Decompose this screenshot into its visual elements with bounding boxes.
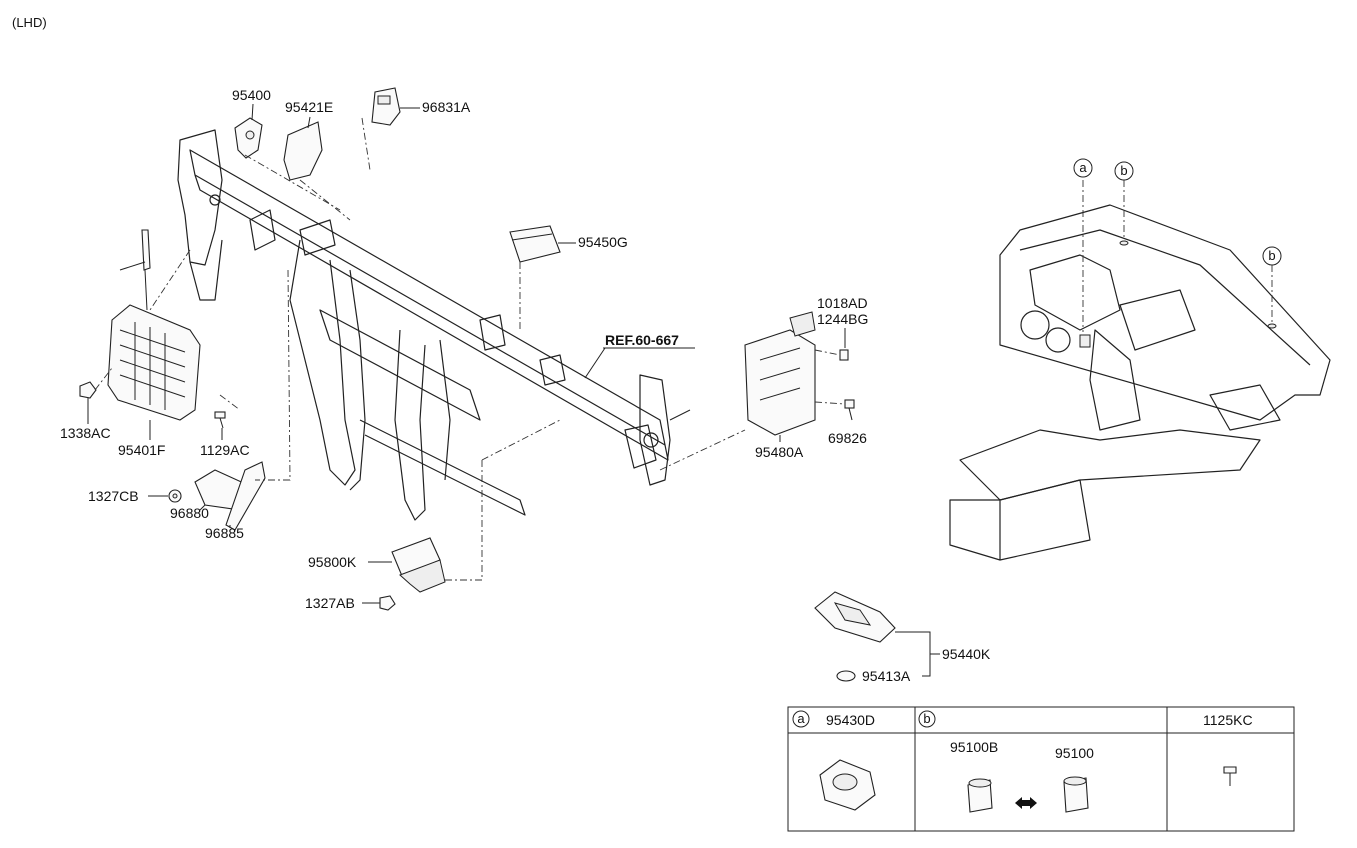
reference-label: REF.60-667 — [605, 332, 679, 348]
label-96885: 96885 — [205, 525, 244, 541]
label-69826: 69826 — [828, 430, 867, 446]
legend-part-95430D: 95430D — [826, 712, 875, 728]
part-1327AB-nut[interactable] — [379, 595, 396, 611]
label-95450G: 95450G — [578, 234, 628, 250]
legend-a-marker: a — [797, 711, 805, 726]
part-95401F-junction-box[interactable] — [107, 229, 201, 421]
label-95401F: 95401F — [118, 442, 165, 458]
part-1125KC-bolt[interactable] — [1223, 766, 1237, 786]
part-95400-bracket[interactable] — [234, 117, 263, 159]
assembly-leader-lines — [94, 117, 846, 581]
callout-a-overview: a — [1073, 158, 1093, 178]
label-95400: 95400 — [232, 87, 271, 103]
label-1018AD: 1018AD — [817, 295, 868, 311]
dash-crossmember-frame — [177, 129, 691, 521]
part-96885-bracket[interactable] — [225, 461, 266, 531]
label-1129AC: 1129AC — [200, 442, 250, 458]
svg-text:a: a — [1079, 160, 1087, 175]
part-1327CB-nut[interactable] — [168, 489, 182, 503]
part-95800K-module[interactable] — [391, 537, 446, 593]
label-95800K: 95800K — [308, 554, 357, 570]
legend-part-95100: 95100 — [1055, 745, 1094, 761]
label-95480A: 95480A — [755, 444, 804, 460]
variant-label: (LHD) — [12, 15, 47, 30]
part-95450G-module[interactable] — [509, 225, 561, 263]
legend-part-95100B: 95100B — [950, 739, 998, 755]
legend-table: a 95430D b 1125KC 95100B 95100 — [787, 706, 1295, 832]
legend-part-1125KC: 1125KC — [1203, 712, 1253, 728]
part-95440K-smart-key[interactable] — [814, 591, 896, 643]
double-arrow-icon — [1015, 797, 1037, 809]
label-95413A: 95413A — [862, 668, 911, 684]
callout-b-overview-2: b — [1262, 246, 1282, 266]
part-95100-connector[interactable] — [1063, 776, 1089, 813]
part-95100B-connector[interactable] — [967, 778, 993, 813]
label-1244BG: 1244BG — [817, 311, 868, 327]
part-69826-bolt[interactable] — [844, 399, 855, 421]
label-1327CB: 1327CB — [88, 488, 139, 504]
label-96880: 96880 — [170, 505, 209, 521]
callout-b-overview-1: b — [1114, 161, 1134, 181]
svg-text:b: b — [1120, 163, 1127, 178]
label-95440K: 95440K — [942, 646, 991, 662]
part-96831A-sensor[interactable] — [371, 87, 401, 126]
label-95421E: 95421E — [285, 99, 333, 115]
part-1338AC-nut[interactable] — [79, 381, 97, 399]
part-95430D-start-switch[interactable] — [819, 759, 876, 811]
label-1327AB: 1327AB — [305, 595, 355, 611]
part-95480A-module[interactable] — [744, 311, 816, 436]
label-96831A: 96831A — [422, 99, 471, 115]
part-1018AD-screw[interactable] — [839, 349, 849, 361]
part-1129AC-bolt[interactable] — [214, 411, 226, 429]
legend-b-marker: b — [923, 711, 930, 726]
part-95413A-battery[interactable] — [836, 670, 856, 682]
svg-text:b: b — [1268, 248, 1275, 263]
part-95421E-cover[interactable] — [283, 121, 323, 181]
label-1338AC: 1338AC — [60, 425, 111, 441]
dashboard-overview — [949, 180, 1331, 561]
